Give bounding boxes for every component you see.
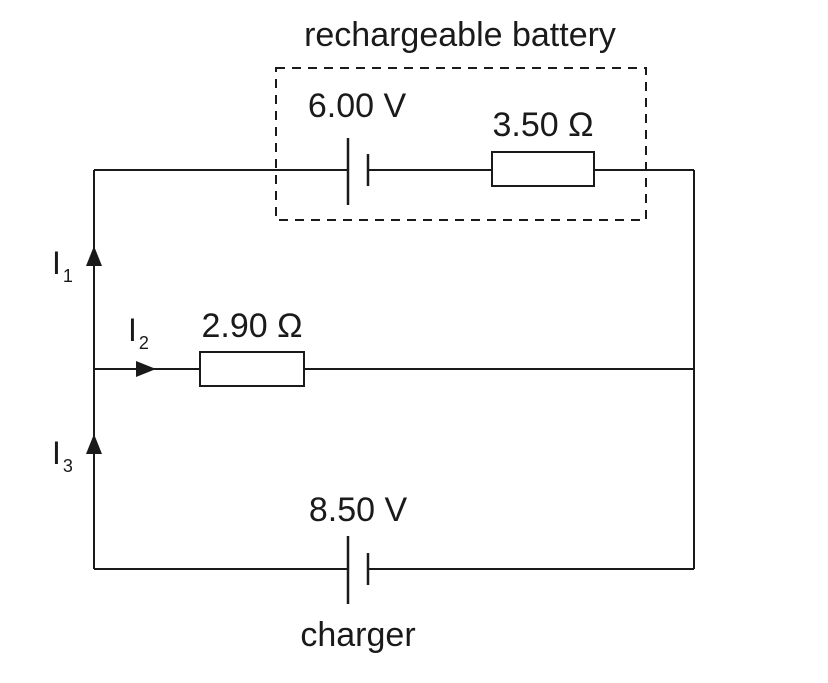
charger-label: charger [300,616,415,654]
battery-enclosure-label: rechargeable battery [304,16,616,54]
current-i1-arrow [86,246,102,266]
current-i3-arrow [86,434,102,454]
charger-emf-label: 8.50 V [309,491,408,529]
middle-resistor [199,351,305,387]
internal-resistor [491,151,595,187]
battery-enclosure-dashed-box [275,67,647,221]
internal-resistance-label: 3.50 Ω [492,106,593,144]
current-i2-arrow [136,361,156,377]
middle-resistance-label: 2.90 Ω [201,307,302,345]
battery-emf-label: 6.00 V [308,87,407,125]
